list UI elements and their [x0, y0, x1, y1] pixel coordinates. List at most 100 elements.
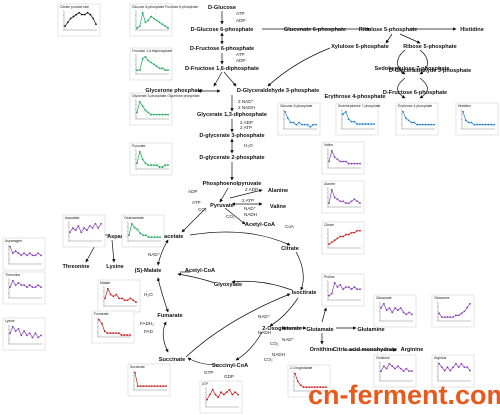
- inset-chart-aspartate: Aspartate: [62, 214, 106, 248]
- data-point-10: [164, 164, 167, 167]
- edge-xylulose-g3p: [267, 47, 331, 87]
- pathway-edges: [85, 11, 457, 366]
- metabolite-xylulose-5-phosphate: Xylulose 5-phosphate: [331, 44, 389, 50]
- data-point-3: [144, 55, 147, 58]
- data-point-8: [31, 254, 34, 257]
- data-point-6: [86, 229, 88, 232]
- data-point-5: [394, 367, 396, 370]
- data-point-0: [64, 25, 66, 28]
- chart-frame: [91, 310, 135, 344]
- data-point-2: [14, 330, 17, 332]
- data-point-5: [112, 332, 114, 335]
- metabolite-alanine: Alanine: [268, 188, 288, 194]
- edge-oxaloacetate-citrate: [189, 231, 291, 246]
- data-point-11: [359, 162, 361, 165]
- data-point-2: [141, 11, 144, 14]
- metabolite-d-glucose: D-Glucose: [208, 5, 236, 11]
- data-point-2: [14, 284, 17, 286]
- data-point-3: [446, 316, 449, 319]
- data-point-10: [490, 123, 493, 126]
- cofactor-nad-26: NAD⁺: [282, 337, 295, 342]
- data-point-0: [380, 370, 382, 373]
- data-point-3: [106, 332, 109, 335]
- inset-chart-ornithine: Ornithine: [373, 354, 417, 388]
- data-point-9: [34, 286, 37, 289]
- data-point-11: [359, 229, 361, 232]
- data-point-0: [9, 332, 11, 335]
- data-point-2: [385, 367, 388, 370]
- cofactor-2-adp-10: 2 ADP: [245, 187, 258, 192]
- data-point-5: [142, 234, 144, 237]
- edge-transketolase-1: [397, 49, 406, 75]
- data-point-11: [373, 123, 375, 125]
- data-point-3: [17, 281, 20, 284]
- chart-title: Fumarate: [94, 312, 109, 316]
- data-point-4: [20, 254, 23, 257]
- data-point-4: [339, 200, 342, 203]
- data-point-9: [153, 236, 156, 239]
- metabolite-d-fructose-1-6-diphosphate: D-Fructose 1,6-diphosphate: [185, 66, 259, 72]
- data-point-5: [394, 307, 396, 309]
- data-point-0: [104, 297, 106, 300]
- chart-title: Aspartate: [65, 216, 80, 220]
- data-point-9: [487, 123, 490, 126]
- data-point-8: [460, 362, 463, 365]
- data-point-6: [26, 254, 28, 257]
- data-point-6: [26, 286, 28, 289]
- data-point-7: [123, 299, 126, 302]
- inset-chart-glycerate-3-phosphate-glycerone-phosphate: Glycerate 3-phosphate Glycerone phosphat…: [129, 92, 200, 126]
- data-point-1: [330, 188, 333, 191]
- data-point-11: [40, 254, 42, 257]
- edge-pep-pyruvate: [219, 187, 229, 203]
- data-point-8: [158, 113, 161, 116]
- data-point-3: [112, 295, 115, 298]
- data-point-5: [308, 386, 310, 389]
- data-point-0: [136, 162, 138, 165]
- cofactor-atp-2: ATP: [236, 52, 245, 57]
- data-point-8: [31, 336, 34, 339]
- data-point-0: [328, 202, 330, 205]
- chart-title: Threonine: [5, 273, 20, 277]
- data-point-7: [155, 113, 158, 116]
- inset-chart-alanine: Alanine: [321, 180, 365, 214]
- data-point-11: [95, 23, 97, 26]
- edge-glyoxylate-malate: [177, 272, 216, 284]
- data-point-6: [153, 17, 155, 20]
- chart-title: Glucose 6-phosphate Fructose 6-phosphate: [132, 5, 198, 9]
- data-point-4: [217, 396, 220, 399]
- data-point-5: [23, 330, 25, 332]
- data-point-11: [167, 69, 169, 72]
- data-point-3: [17, 327, 20, 330]
- data-point-8: [424, 123, 427, 126]
- inset-chart-valine: Valine: [321, 141, 365, 175]
- data-point-0: [328, 243, 330, 246]
- data-point-11: [40, 334, 42, 337]
- chart-frame: [335, 102, 379, 136]
- data-point-9: [405, 313, 408, 316]
- data-point-6: [153, 113, 155, 116]
- inset-chart-sedoheptulose-7-phosphate: Sedoheptulose 7-phosphate: [335, 102, 381, 136]
- data-point-4: [147, 164, 150, 167]
- data-point-0: [136, 69, 138, 72]
- data-point-1: [138, 25, 141, 28]
- data-point-8: [402, 311, 405, 314]
- data-point-8: [306, 123, 309, 126]
- metabolite-acetyl-coa: Acetyl-CoA: [185, 268, 215, 274]
- data-point-4: [305, 386, 308, 389]
- data-point-1: [440, 366, 443, 369]
- data-point-3: [470, 121, 473, 124]
- data-point-7: [347, 286, 350, 288]
- data-point-1: [344, 110, 347, 113]
- data-point-1: [138, 69, 141, 72]
- data-point-11: [411, 370, 413, 373]
- data-point-2: [443, 369, 446, 372]
- data-point-2: [139, 385, 142, 388]
- data-point-9: [161, 23, 164, 26]
- data-point-1: [330, 149, 333, 152]
- data-point-6: [81, 13, 83, 16]
- data-point-6: [345, 160, 347, 163]
- cofactor-gdp-30: GDP: [224, 374, 234, 379]
- data-point-4: [75, 13, 78, 16]
- inset-chart-histidine: Histidine: [455, 102, 499, 136]
- edge-fumarate-malate: [156, 277, 169, 313]
